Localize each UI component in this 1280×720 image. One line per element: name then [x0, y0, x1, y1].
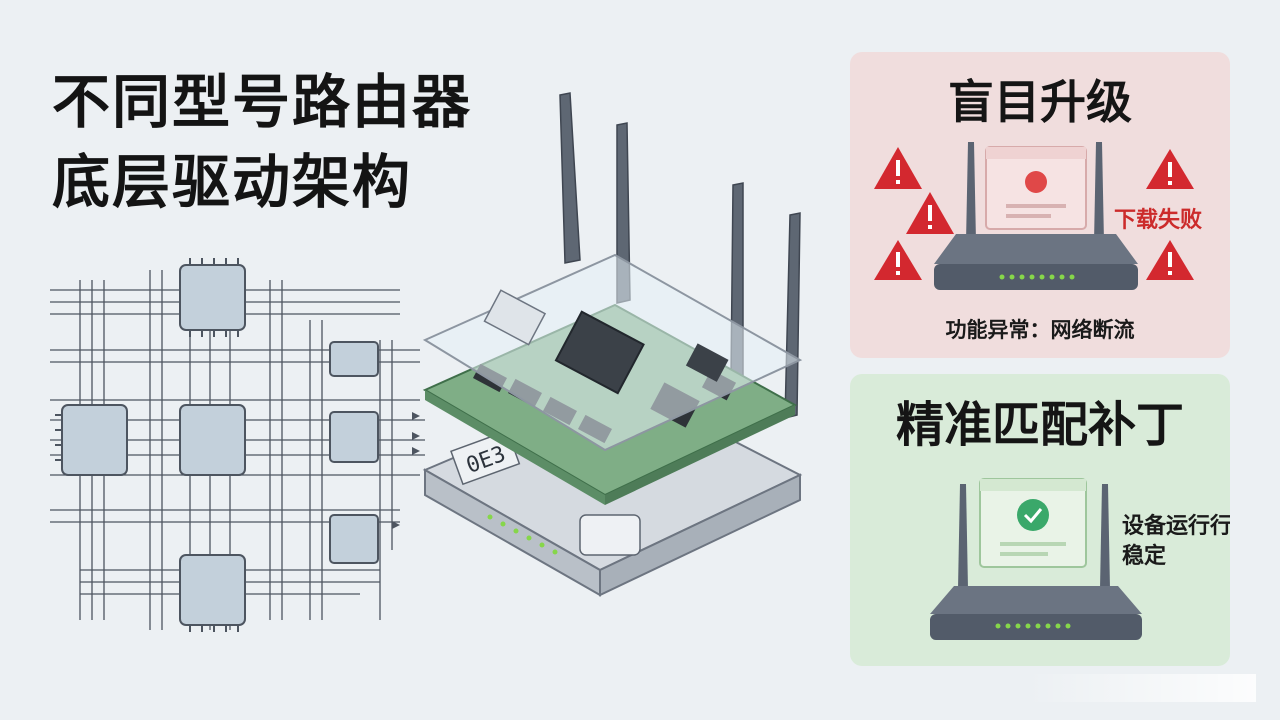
precise-patch-illustration: [930, 478, 1142, 640]
router-exploded-view: 0E3: [422, 92, 803, 597]
error-window: [985, 146, 1087, 230]
chip-blocks: [61, 264, 379, 626]
page-title: 不同型号路由器 底层驱动架构: [52, 62, 472, 222]
chip-pins: [55, 258, 239, 632]
circuit-arrows: [392, 412, 420, 529]
blind-upgrade-illustration: [874, 142, 1194, 290]
router-icon: [930, 484, 1142, 640]
chip-bottom: [179, 554, 246, 626]
router-icon: [934, 142, 1138, 290]
chip-left: [61, 404, 128, 476]
panel-title-blind-upgrade: 盲目升级: [948, 75, 1132, 129]
glass-cover: [422, 253, 803, 452]
download-failed-label: 下载失败: [1114, 208, 1203, 233]
blind-upgrade-panel: 盲目升级 下载失败 功能异常：网络断流: [850, 52, 1230, 358]
stable-operation-label: 设备运行行稳定: [1122, 514, 1230, 569]
alert-sound-icon: [1025, 171, 1047, 193]
success-window: [979, 478, 1087, 568]
title-line-1: 不同型号路由器: [52, 68, 473, 136]
chip-center: [179, 404, 246, 476]
title-line-2: 底层驱动架构: [52, 148, 413, 216]
network-anomaly-label: 功能异常：网络断流: [945, 318, 1135, 342]
chip-bottom-right: [329, 514, 379, 564]
chip-small-top-right: [329, 341, 379, 377]
circuit-diagram: [50, 258, 425, 632]
precise-patch-panel: 精准匹配补丁 设备运行行稳定: [850, 374, 1230, 666]
panel-title-precise-patch: 精准匹配补丁: [895, 397, 1184, 453]
chip-top: [179, 264, 246, 331]
check-icon: [1017, 499, 1049, 531]
base-leds: [487, 514, 558, 555]
watermark-area: [1026, 674, 1256, 702]
chip-right: [329, 411, 379, 463]
